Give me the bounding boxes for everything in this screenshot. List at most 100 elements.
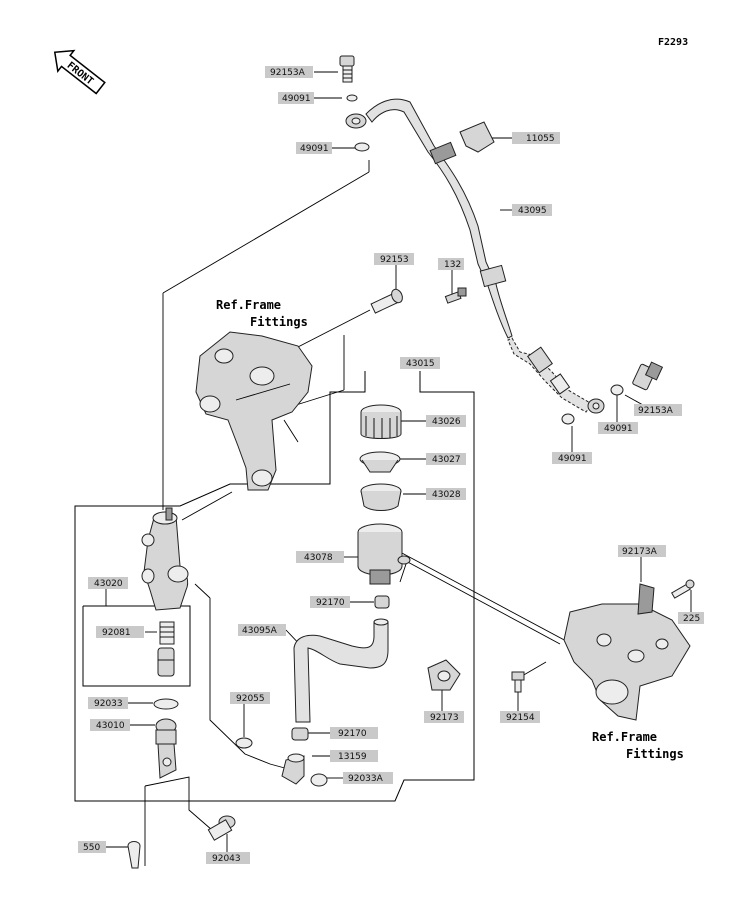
hose-clamp-11055	[429, 121, 495, 165]
cotter-pin-550	[127, 841, 141, 869]
svg-text:132: 132	[444, 260, 461, 270]
svg-text:43095A: 43095A	[242, 626, 278, 636]
fitting-13159	[281, 753, 305, 785]
banjo-bolt-right	[632, 361, 664, 391]
svg-text:43028: 43028	[432, 490, 461, 500]
svg-text:13159: 13159	[338, 752, 367, 762]
bolt-92153	[370, 288, 403, 314]
svg-text:550: 550	[83, 843, 100, 853]
banjo-fitting-top	[345, 113, 367, 129]
svg-text:49091: 49091	[300, 144, 329, 154]
label-225: 225	[678, 612, 704, 624]
label-49091-right: 49091	[598, 422, 638, 434]
clamp-92170-bottom	[291, 727, 309, 741]
frame-fitting-right	[563, 583, 691, 721]
label-92081: 92081	[96, 626, 144, 638]
svg-text:92081: 92081	[102, 628, 131, 638]
svg-text:43020: 43020	[94, 579, 123, 589]
label-49091-a: 49091	[278, 92, 314, 104]
clamp-92173	[427, 659, 461, 691]
svg-text:225: 225	[683, 614, 700, 624]
washer-49091-lower	[354, 142, 370, 152]
ref-frame-line2: Fittings	[250, 315, 308, 329]
bolt-225	[671, 579, 695, 599]
brake-hose-lower	[507, 337, 593, 413]
svg-text:92033A: 92033A	[348, 774, 384, 784]
label-43027: 43027	[426, 453, 466, 465]
svg-text:43010: 43010	[96, 721, 125, 731]
label-92154: 92154	[500, 711, 540, 723]
spring-92081	[159, 621, 175, 645]
push-rod-43010	[155, 718, 177, 779]
svg-text:49091: 49091	[604, 424, 633, 434]
label-43015: 43015	[400, 357, 440, 369]
clamp-92170-top	[374, 595, 390, 609]
svg-text:92170: 92170	[316, 598, 345, 608]
label-132: 132	[438, 258, 464, 270]
svg-text:43026: 43026	[432, 417, 461, 427]
ref-frame-line1: Ref.Frame	[592, 730, 657, 744]
ref-frame-line2: Fittings	[626, 747, 684, 761]
bolt-132	[444, 287, 467, 304]
svg-text:43015: 43015	[406, 359, 435, 369]
ref-frame-line1: Ref.Frame	[216, 298, 281, 312]
diaphragm-43028	[360, 483, 402, 511]
washer-49091-right-low	[561, 413, 575, 425]
reservoir-cap-43026	[360, 404, 402, 439]
label-92173: 92173	[424, 711, 464, 723]
label-13159: 13159	[330, 750, 378, 762]
label-43020: 43020	[88, 577, 128, 589]
svg-text:92153: 92153	[380, 255, 409, 265]
frame-fitting-top	[195, 331, 313, 491]
diaphragm-plate-43027	[359, 451, 401, 473]
ref-frame-fittings-top: Ref.Frame Fittings	[216, 298, 308, 329]
svg-text:43078: 43078	[304, 553, 333, 563]
hose-fitting-mid	[479, 264, 507, 288]
svg-text:92153A: 92153A	[638, 406, 674, 416]
piston-assembly	[157, 647, 175, 677]
label-43028: 43028	[426, 488, 466, 500]
svg-text:49091: 49091	[282, 94, 311, 104]
label-43095: 43095	[512, 204, 552, 216]
leader-lines	[106, 71, 692, 866]
label-43026: 43026	[426, 415, 466, 427]
front-arrow-icon: FRONT	[53, 49, 106, 95]
label-43078: 43078	[296, 551, 344, 563]
svg-text:92173: 92173	[430, 713, 459, 723]
label-92033A: 92033A	[343, 772, 393, 784]
label-43010: 43010	[90, 719, 130, 731]
circlip-92033A	[310, 773, 328, 787]
washer-49091-right	[610, 384, 624, 396]
label-92033: 92033	[88, 697, 128, 709]
svg-text:11055: 11055	[526, 134, 555, 144]
o-ring-92055	[235, 737, 253, 749]
svg-text:43027: 43027	[432, 455, 461, 465]
svg-text:92033: 92033	[94, 699, 123, 709]
label-92153A-right: 92153A	[634, 404, 682, 416]
washer-49091-top	[346, 94, 358, 102]
diagram-code: F2293	[658, 37, 688, 48]
master-cylinder-body	[141, 507, 189, 611]
label-92173A: 92173A	[618, 545, 666, 557]
label-92170-bottom: 92170	[330, 727, 378, 739]
circlip-92033	[153, 698, 179, 710]
label-43095A: 43095A	[238, 624, 286, 636]
label-92153A-top: 92153A	[265, 66, 313, 78]
bolt-92154	[511, 671, 525, 693]
reservoir-43078	[357, 523, 411, 585]
banjo-bolt-top	[339, 55, 355, 83]
brake-hose-43095	[365, 98, 513, 339]
label-550: 550	[78, 841, 106, 853]
svg-text:92154: 92154	[506, 713, 535, 723]
svg-text:92153A: 92153A	[270, 68, 306, 78]
label-11055: 11055	[512, 132, 560, 144]
svg-text:92043: 92043	[212, 854, 241, 864]
svg-text:92170: 92170	[338, 729, 367, 739]
ref-frame-fittings-bottom: Ref.Frame Fittings	[592, 730, 684, 761]
label-92055: 92055	[230, 692, 270, 704]
svg-text:43095: 43095	[518, 206, 547, 216]
label-49091-b: 49091	[296, 142, 332, 154]
label-49091-right-low: 49091	[552, 452, 592, 464]
svg-text:92055: 92055	[236, 694, 265, 704]
